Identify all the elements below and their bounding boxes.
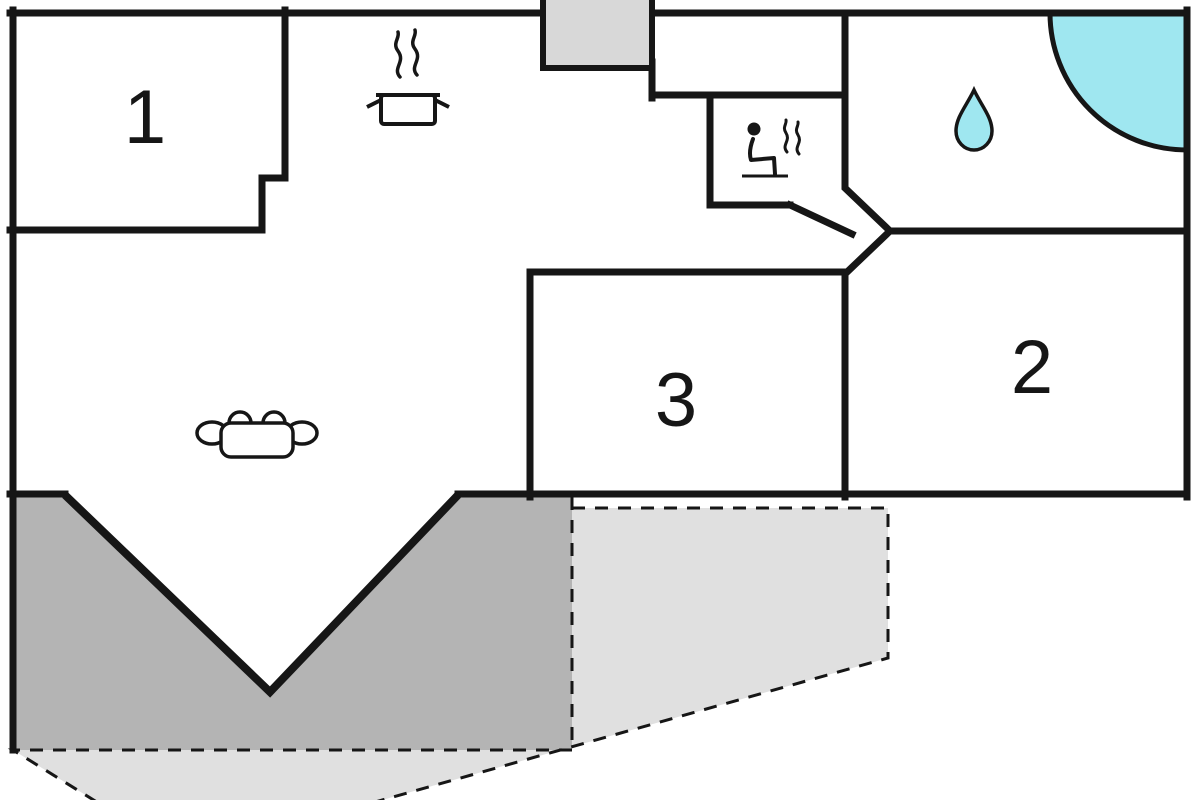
steam-line [411,28,420,77]
steam-line [394,30,403,79]
room-1-label: 1 [124,75,166,160]
sofa-seat [219,421,295,459]
corner-shower [1047,10,1190,153]
entrance-porch [540,0,655,71]
sauna-person-head [747,122,761,136]
pot-handle [366,98,382,109]
walls [6,6,1191,754]
steam-line [794,120,801,156]
steam-line [782,118,789,154]
terrace-dashed-outline [7,497,890,800]
sauna-person-body [747,137,777,176]
pot-handle [434,98,450,109]
room-3-label: 3 [655,358,697,443]
pot-body [379,93,437,126]
terrace-bay-walls [62,492,461,698]
stove-icon [366,28,450,126]
terrace-dark-area [13,497,572,750]
sauna-icon [742,118,801,178]
water-drop-icon [954,85,994,152]
sofa-icon [195,410,319,459]
room-2-label: 2 [1011,325,1053,410]
terrace-light-area [13,508,888,800]
